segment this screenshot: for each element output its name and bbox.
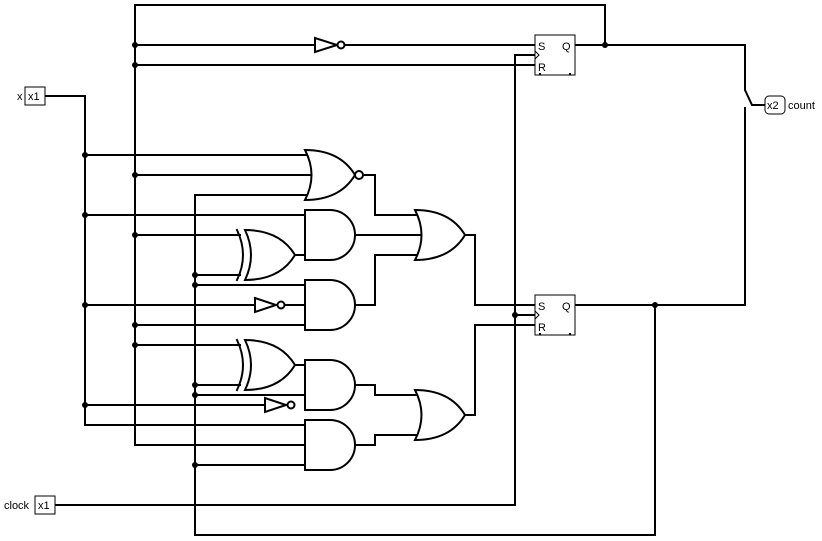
count-label: count	[788, 100, 815, 112]
output-pin-count: x2 count	[764, 95, 815, 115]
ff1-s-label: S	[538, 41, 545, 53]
inverter-mid	[254, 296, 286, 314]
inverter-top	[314, 36, 346, 54]
ff1-q-label: Q	[562, 41, 571, 53]
junction-dots	[82, 42, 658, 468]
input-pin-clock: clock x1	[4, 495, 56, 515]
and-gate-1	[304, 209, 356, 261]
xor-gate-1	[235, 228, 297, 282]
ff2-s-label: S	[538, 301, 545, 313]
input-pin-x: x x1	[17, 86, 46, 106]
flipflop-top: S R Q	[534, 34, 576, 76]
flipflop-bottom: S R Q	[534, 294, 576, 336]
ff2-r-label: R	[538, 322, 546, 334]
and-gate-3	[304, 359, 356, 411]
or-gate-bottom	[413, 388, 467, 442]
ff2-q-label: Q	[562, 301, 571, 313]
clock-pin-label: x1	[38, 500, 50, 512]
wire-q1-out	[574, 44, 766, 106]
input-x-label: x	[17, 91, 23, 103]
xor-gate-2	[235, 338, 297, 392]
count-pin-label: x2	[767, 100, 779, 112]
clock-label: clock	[4, 500, 30, 512]
wire-q2-bus	[194, 194, 656, 536]
and-gate-2	[304, 279, 356, 331]
wire-clock	[54, 54, 536, 506]
wire-q1-bus	[134, 4, 606, 446]
wire-x-input	[44, 95, 86, 426]
wires	[44, 4, 766, 536]
or-gate-top	[413, 208, 467, 262]
ff1-r-label: R	[538, 62, 546, 74]
and-gate-4	[304, 419, 356, 471]
nor-gate	[303, 148, 364, 202]
inverter-low	[264, 396, 296, 414]
input-x-pin-label: x1	[28, 91, 40, 103]
wire-q2-out	[574, 107, 746, 306]
